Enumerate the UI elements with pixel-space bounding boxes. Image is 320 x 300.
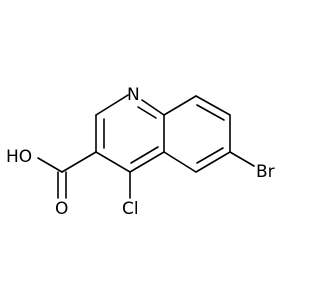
bond-c4-c4a bbox=[129, 151, 165, 173]
bond-c8-c7 bbox=[195, 95, 231, 116]
bond-c8a-c8 bbox=[163, 95, 197, 116]
bond-n1-c2 bbox=[95, 94, 129, 116]
structure-diagram: N HO O Cl Br bbox=[6, 85, 275, 219]
bond-c6-c5-inner bbox=[196, 147, 224, 164]
bond-c5-c4a bbox=[163, 151, 197, 173]
carbonyl-oxygen-atom-label: O bbox=[55, 199, 68, 219]
bond-c8a-n1 bbox=[141, 99, 165, 116]
bond-c4-c4a-inner bbox=[130, 146, 159, 164]
hydroxyl-atom-label: HO bbox=[6, 147, 32, 167]
bond-c3-carboxyl bbox=[61, 151, 97, 173]
bond-c8a-n1-inner bbox=[137, 106, 157, 119]
bond-c8-c7-inner bbox=[196, 104, 225, 121]
bromine-atom-label: Br bbox=[256, 162, 275, 182]
chlorine-atom-label: Cl bbox=[122, 199, 139, 219]
bond-carboxyl-oh bbox=[37, 157, 63, 173]
bond-c3-c4 bbox=[95, 151, 131, 173]
nitrogen-atom-label: N bbox=[127, 85, 140, 105]
bond-c6-br bbox=[229, 151, 255, 167]
bond-c6-c5 bbox=[195, 151, 231, 173]
molecule-drawing: N HO O Cl Br bbox=[6, 85, 275, 219]
